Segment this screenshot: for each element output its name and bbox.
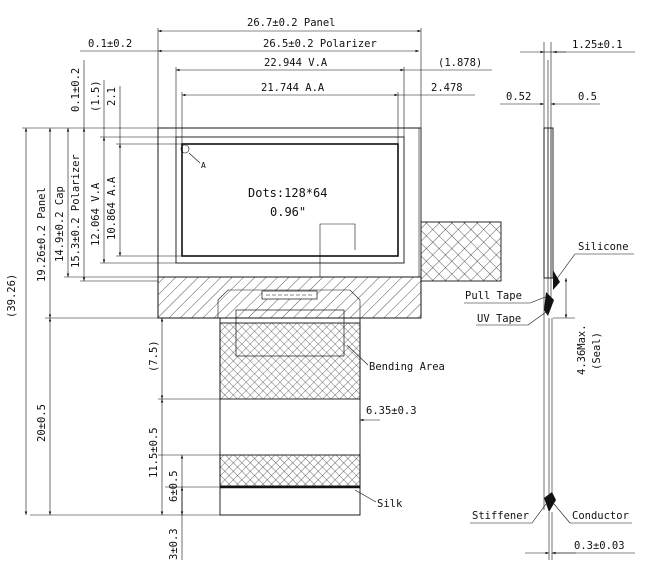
side-glass-stack [543, 127, 554, 279]
polarizer-height-dim: 15.3±0.2 Polarizer [70, 154, 82, 268]
left-dimensions: (39.26) 19.26±0.2 Panel 20±0.5 14.9±0.2 … [6, 60, 220, 560]
offset-2-1-dim: 2.1 [106, 87, 118, 106]
length-6-dim: 6±0.5 [168, 470, 180, 502]
polarizer-outline [157, 127, 420, 278]
top-offset-dim: 0.1±0.2 [70, 68, 82, 112]
left-offset-dim: 0.1±0.2 [88, 38, 132, 50]
seal-note: (Seal) [591, 332, 603, 370]
va-height-dim: 12.064 V.A [90, 182, 102, 246]
cap-height-dim: 14.9±0.2 Cap [54, 186, 66, 262]
thickness-dim: 1.25±0.1 [572, 39, 623, 51]
size-label: 0.96" [270, 205, 306, 219]
dots-label: Dots:128*64 [248, 186, 327, 200]
length-11-5-dim: 11.5±0.5 [148, 427, 160, 478]
aa-height-dim: 10.864 A.A [106, 176, 118, 240]
polarizer-width-dim: 26.5±0.2 Polarizer [263, 38, 377, 50]
bending-area-label: Bending Area [369, 361, 445, 373]
pull-tape-label: Pull Tape [465, 290, 522, 302]
panel-height-dim: 19.26±0.2 Panel [36, 187, 48, 282]
va-offset-dim: (1.878) [438, 57, 482, 69]
seal-dim: 4.36Max. [576, 324, 588, 375]
offset-1-5-dim: (1.5) [90, 80, 102, 112]
pin-marker-label: A [201, 161, 206, 170]
fpc-thickness-dim: 0.3±0.03 [574, 540, 625, 552]
bending-area [219, 322, 361, 400]
length-3-dim: 3±0.3 [168, 528, 180, 560]
active-area [181, 143, 399, 257]
uv-tape-label: UV Tape [477, 313, 521, 325]
side-view: 1.25±0.1 0.52 0.5 Silicone Pull Tape UV … [464, 39, 635, 560]
front-view: A Dots:128*64 0.96" Bending Area Silk 6.… [157, 127, 502, 516]
aa-width-dim: 21.744 A.A [261, 82, 325, 94]
stiffener-label: Stiffener [472, 510, 529, 522]
panel-width-dim: 26.7±0.2 Panel [247, 17, 336, 29]
total-height-dim: (39.26) [6, 274, 18, 318]
stiffener-area [219, 454, 361, 487]
top-dimensions: 26.7±0.2 Panel 26.5±0.2 Polarizer 0.1±0.… [80, 17, 492, 144]
aa-offset-dim: 2.478 [431, 82, 463, 94]
viewing-area [175, 136, 405, 264]
fpc-width-dim: 6.35±0.3 [366, 405, 417, 417]
pin-one-marker [180, 144, 190, 154]
silicone-label: Silicone [578, 241, 629, 253]
dim-0-5: 0.5 [578, 91, 597, 103]
panel-extension [420, 221, 502, 282]
conductor-label: Conductor [572, 510, 629, 522]
va-width-dim: 22.944 V.A [264, 57, 328, 69]
dim-0-52: 0.52 [506, 91, 531, 103]
fpc-length-dim: 20±0.5 [36, 404, 48, 442]
silicone-bead [553, 270, 560, 290]
bend-length-dim: (7.5) [148, 340, 160, 372]
silk-label: Silk [377, 498, 403, 510]
stiffener-side [544, 492, 556, 512]
